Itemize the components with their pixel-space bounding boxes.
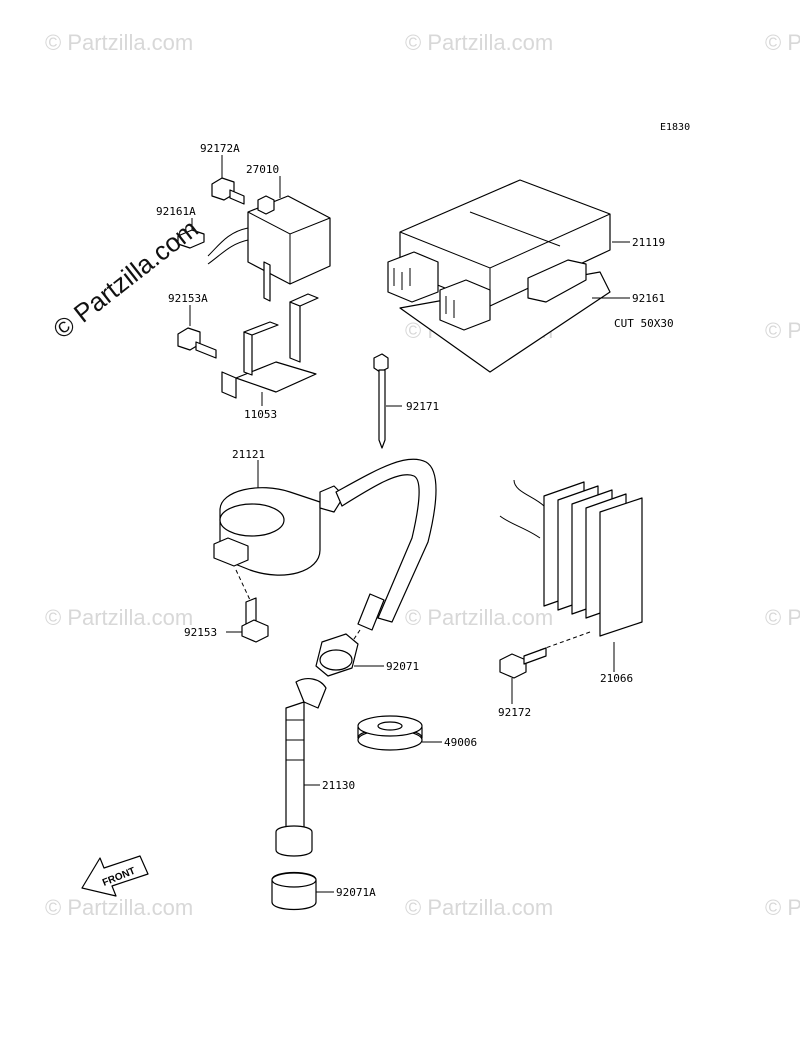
part-21130-drawing[interactable] — [275, 678, 327, 857]
part-92071-drawing[interactable] — [315, 629, 384, 677]
diagram-code: E1830 — [660, 122, 690, 133]
watermark: © Partzilla.com — [405, 895, 553, 920]
watermark: © Partzilla.com — [765, 605, 800, 630]
part-92071a-drawing[interactable] — [271, 871, 334, 911]
part-92172a-drawing[interactable] — [211, 155, 245, 205]
part-label-92071a[interactable]: 92071A — [336, 886, 376, 899]
cut-note: CUT 50X30 — [614, 317, 674, 330]
part-label-49006[interactable]: 49006 — [444, 736, 477, 749]
front-arrow-icon: FRONT — [81, 855, 149, 897]
part-label-21119[interactable]: 21119 — [632, 236, 665, 249]
part-label-92172[interactable]: 92172 — [498, 706, 531, 719]
part-92153a-drawing[interactable] — [177, 305, 217, 359]
part-49006-drawing[interactable] — [357, 715, 442, 751]
watermark: © Partzilla.com — [765, 895, 800, 920]
part-21066-drawing[interactable] — [499, 479, 643, 672]
part-21121-drawing[interactable] — [213, 458, 437, 631]
watermark: © Partzilla.com — [45, 30, 193, 55]
part-label-92161[interactable]: 92161 — [632, 292, 665, 305]
part-label-21121[interactable]: 21121 — [232, 448, 265, 461]
watermark: © Partzilla.com — [45, 895, 193, 920]
part-label-92153[interactable]: 92153 — [184, 626, 217, 639]
watermark: © Partzilla.com — [45, 605, 193, 630]
part-label-92171[interactable]: 92171 — [406, 400, 439, 413]
watermark: © Partzilla.com — [765, 318, 800, 343]
watermark-main: © Partzilla.com — [47, 213, 204, 345]
part-27010-drawing[interactable] — [207, 176, 331, 302]
part-92153-drawing[interactable] — [226, 597, 269, 643]
part-92161a-drawing[interactable] — [177, 218, 205, 249]
watermark: © Partzilla.com — [405, 30, 553, 55]
watermark: © Partzilla.com — [765, 30, 800, 55]
part-21119-drawing[interactable] — [387, 179, 611, 331]
watermark: © Partzilla.com — [405, 605, 553, 630]
part-label-21130[interactable]: 21130 — [322, 779, 355, 792]
part-label-21066[interactable]: 21066 — [600, 672, 633, 685]
part-label-11053[interactable]: 11053 — [244, 408, 277, 421]
part-label-92161a[interactable]: 92161A — [156, 205, 196, 218]
part-label-92153a[interactable]: 92153A — [168, 292, 208, 305]
part-11053-drawing[interactable] — [221, 293, 319, 406]
part-label-92071[interactable]: 92071 — [386, 660, 419, 673]
part-92172-drawing[interactable] — [499, 631, 591, 704]
part-label-92172a[interactable]: 92172A — [200, 142, 240, 155]
part-92171-drawing[interactable] — [373, 353, 402, 449]
part-label-27010[interactable]: 27010 — [246, 163, 279, 176]
